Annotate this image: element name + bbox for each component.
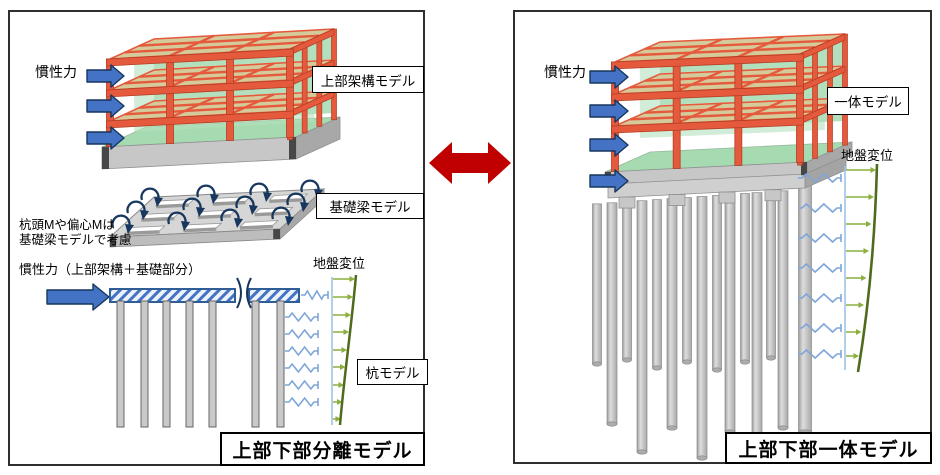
pile-group xyxy=(592,177,812,461)
integrated-model-3d xyxy=(611,33,848,172)
inertia-force-label: 慣性力 xyxy=(35,64,77,80)
pile-head-moment-note-line2: 基礎梁モデルで考慮 xyxy=(19,233,132,247)
foundation-beam-grid xyxy=(108,188,326,248)
ground-displacement-label: 地盤変位 xyxy=(841,148,894,163)
left-right-arrow-icon xyxy=(429,142,511,184)
inertia-arrows xyxy=(86,64,125,150)
soil-springs xyxy=(285,289,329,408)
total-inertia-force-label: 慣性力（上部架構＋基礎部分） xyxy=(19,262,202,277)
ground-displacement-label: 地盤変位 xyxy=(313,256,366,271)
ground-displacement-profile xyxy=(331,274,358,426)
integrated-model-label: 一体モデル xyxy=(827,87,909,115)
integrated-model-caption: 上部下部一体モデル xyxy=(725,432,932,464)
inertia-force-label: 慣性力 xyxy=(544,64,586,80)
exchange-arrow xyxy=(428,140,512,186)
soil-springs xyxy=(798,172,842,360)
foundation-mat xyxy=(604,141,853,209)
inertia-arrows xyxy=(589,65,629,193)
pile-head-moment-note-line1: 杭頭Mや偏心Mは xyxy=(19,218,115,232)
integrated-model-panel: 慣性力 一体モデル 地盤変位 上部下部一体モデル xyxy=(513,10,932,464)
upper-frame-model-3d xyxy=(106,28,337,147)
upper-frame-model-label: 上部架構モデル xyxy=(312,66,424,93)
pile-model-drawing xyxy=(46,277,300,428)
pile-model-label: 杭モデル xyxy=(357,359,428,385)
pile-head-moment-arrows xyxy=(111,179,323,234)
integrated-model-drawing xyxy=(589,33,879,461)
separated-model-caption: 上部下部分離モデル xyxy=(220,432,425,466)
base-slab xyxy=(101,116,341,170)
separated-model-panel: 慣性力 上部架構モデル 基礎梁モデル 杭頭Mや偏心Mは 基礎梁モデルで考慮 慣性… xyxy=(8,10,428,466)
ground-displacement-profile xyxy=(844,163,879,373)
foundation-beam-model-label: 基礎梁モデル xyxy=(316,193,424,219)
separated-model-drawing xyxy=(46,28,358,428)
